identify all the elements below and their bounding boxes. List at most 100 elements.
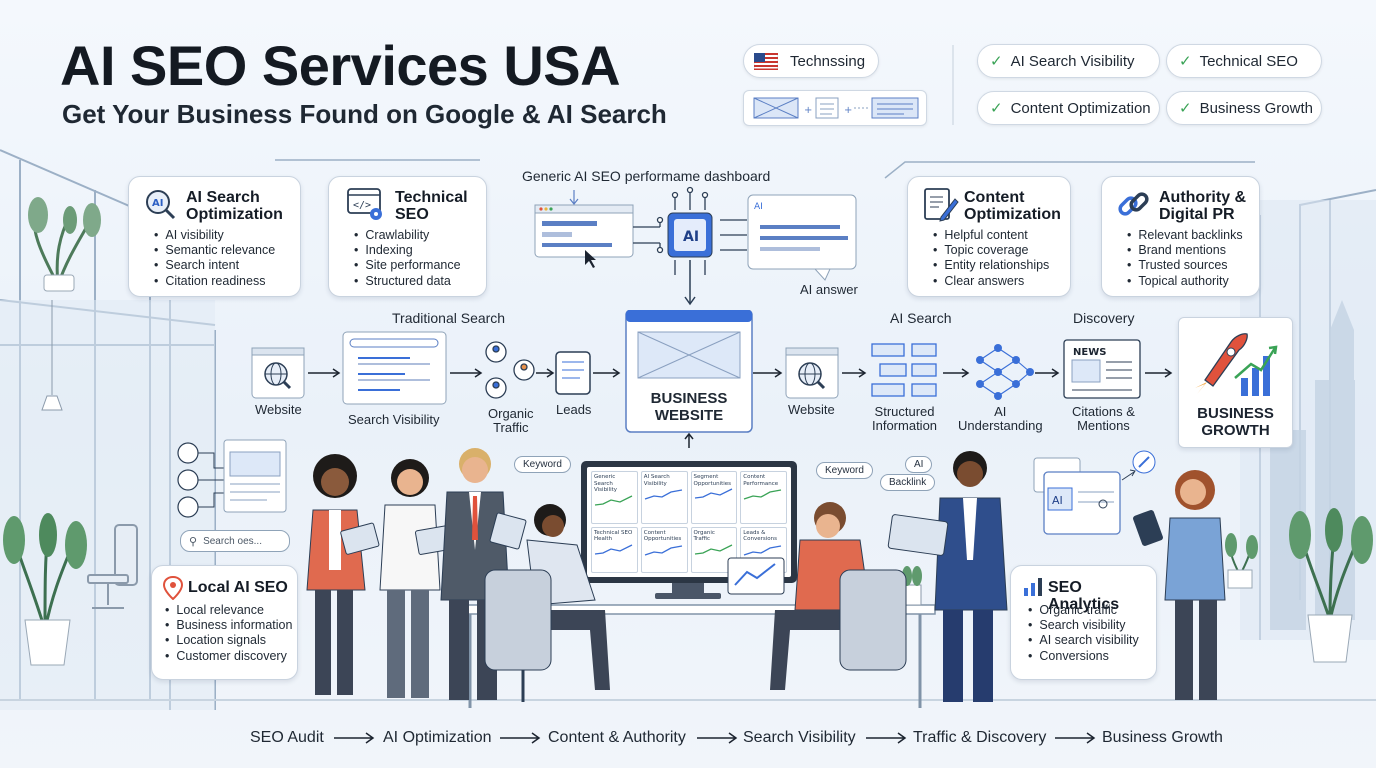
tile-title: Segment	[693, 474, 719, 480]
card-list: Relevant backlinks Brand mentions Truste…	[1127, 228, 1243, 289]
check-icon: ✓	[990, 100, 1003, 117]
check-pill-label: AI Search Visibility	[1010, 52, 1135, 70]
people-network-icon	[485, 341, 535, 399]
list-item: Site performance	[354, 258, 460, 273]
list-item: AI visibility	[154, 228, 275, 243]
list-item: Search intent	[154, 258, 275, 273]
svg-text:+: +	[804, 105, 812, 116]
local-search-graphic	[177, 439, 287, 518]
arrow-right-icon	[697, 732, 738, 744]
tile-subtitle: Performance	[743, 480, 779, 487]
list-item: Helpful content	[933, 228, 1049, 243]
card-list: Crawlability Indexing Site performance S…	[354, 228, 461, 289]
chain-link-icon	[1118, 192, 1149, 216]
location-pin-icon	[163, 576, 183, 600]
process-step: AI Optimization	[383, 729, 492, 746]
check-icon: ✓	[1179, 53, 1192, 70]
card-seo-analytics: SEO Analytics Organic traffic Search vis…	[1010, 565, 1157, 680]
list-item: Crawlability	[354, 228, 461, 243]
structured-data-icon	[871, 343, 937, 397]
search-input[interactable]: ⚲ Search oes...	[180, 530, 290, 552]
list-item: Business information	[165, 618, 292, 633]
news-icon	[1063, 339, 1141, 399]
keyword-bubble: Keyword	[514, 456, 571, 473]
card-list: Local relevance Business information Loc…	[165, 603, 292, 664]
code-gear-icon: </>	[347, 188, 382, 220]
tile-title: Technical SEO	[594, 529, 633, 536]
ai-dashboard-graphic: AI AI	[534, 186, 857, 306]
layout-thumbnails: + +	[743, 90, 927, 126]
check-pill-label: Technical SEO	[1199, 52, 1298, 70]
leads-tablet-icon	[555, 351, 591, 395]
person-seated-right	[727, 502, 907, 690]
rocket-chart-icon	[1195, 333, 1278, 396]
ai-backlink-graphic: AI	[1033, 450, 1156, 535]
us-flag-icon	[754, 52, 778, 70]
process-step: Business Growth	[1102, 729, 1223, 746]
monitor-stand	[672, 583, 704, 593]
citations-mentions-label: Citations &Mentions	[1072, 404, 1135, 433]
card-list: AI visibility Semantic relevance Search …	[154, 228, 275, 289]
list-item: Topical authority	[1127, 274, 1243, 289]
tile-title: Generic Search	[594, 474, 616, 487]
backlink-bubble: Backlink	[880, 474, 936, 491]
list-item: Customer discovery	[165, 649, 292, 664]
list-item: Organic traffic	[1028, 603, 1139, 618]
check-pill-business-growth[interactable]: ✓ Business Growth	[1166, 91, 1322, 125]
person-woman-right	[1133, 470, 1226, 700]
page-subtitle: Get Your Business Found on Google & AI S…	[62, 99, 667, 129]
tile-subtitle: Visibility	[594, 487, 618, 493]
list-item: AI search visibility	[1028, 633, 1138, 648]
sparkline-icon	[744, 545, 782, 556]
check-pill-label: Business Growth	[1199, 99, 1313, 117]
team-illustration	[306, 448, 1226, 702]
check-pill-label: Content Optimization	[1010, 99, 1151, 117]
flow-diagram: NEWS	[251, 310, 1173, 448]
tile-subtitle: Opportunities	[693, 480, 732, 487]
list-item: Entity relationships	[933, 258, 1049, 273]
arrow-right-icon	[334, 732, 375, 744]
tile-subtitle: Traffic	[693, 536, 711, 543]
dashboard-label: Generic AI SEO performame dashboard	[522, 168, 771, 184]
bar-chart-icon	[1024, 578, 1042, 596]
tile-subtitle: Opportunities	[643, 536, 682, 543]
wireframe-icon: + +	[753, 97, 919, 119]
sparkline-icon	[694, 488, 732, 499]
tile-title: AI Search	[643, 474, 670, 480]
process-step: SEO Audit	[250, 729, 324, 746]
search-placeholder: Search oes...	[203, 535, 262, 547]
sparkline-icon	[594, 544, 633, 555]
person-seated-left	[484, 504, 610, 702]
process-step: Content & Authority	[548, 729, 686, 746]
tile-subtitle: Conversions	[743, 536, 777, 543]
tile-subtitle: Visibility	[643, 480, 667, 487]
arrow-right-icon	[1055, 732, 1096, 744]
list-item: Structured data	[354, 274, 461, 289]
card-authority-digital-pr: Authority &Digital PR Relevant backlinks…	[1101, 176, 1260, 297]
list-item: Trusted sources	[1127, 258, 1243, 273]
tile-subtitle: Health	[594, 536, 613, 543]
search-results-icon	[342, 331, 447, 405]
list-item: Brand mentions	[1127, 243, 1243, 258]
svg-text:+: +	[844, 105, 852, 116]
sparkline-icon	[744, 489, 782, 500]
card-list: Organic traffic Search visibility AI sea…	[1028, 603, 1139, 664]
ai-answer-label: AI answer	[800, 282, 858, 297]
website-label-right: Website	[788, 402, 835, 417]
ai-chip-label: AI	[683, 229, 699, 245]
check-icon: ✓	[1179, 100, 1192, 117]
flag-pill[interactable]: Technssing	[743, 44, 879, 78]
check-pill-ai-search-visibility[interactable]: ✓ AI Search Visibility	[977, 44, 1160, 78]
person-man-blue	[887, 451, 1008, 702]
list-item: Semantic relevance	[154, 243, 275, 258]
list-item: Search visibility	[1028, 618, 1139, 633]
check-pill-technical-seo[interactable]: ✓ Technical SEO	[1166, 44, 1322, 78]
check-pill-content-optimization[interactable]: ✓ Content Optimization	[977, 91, 1160, 125]
